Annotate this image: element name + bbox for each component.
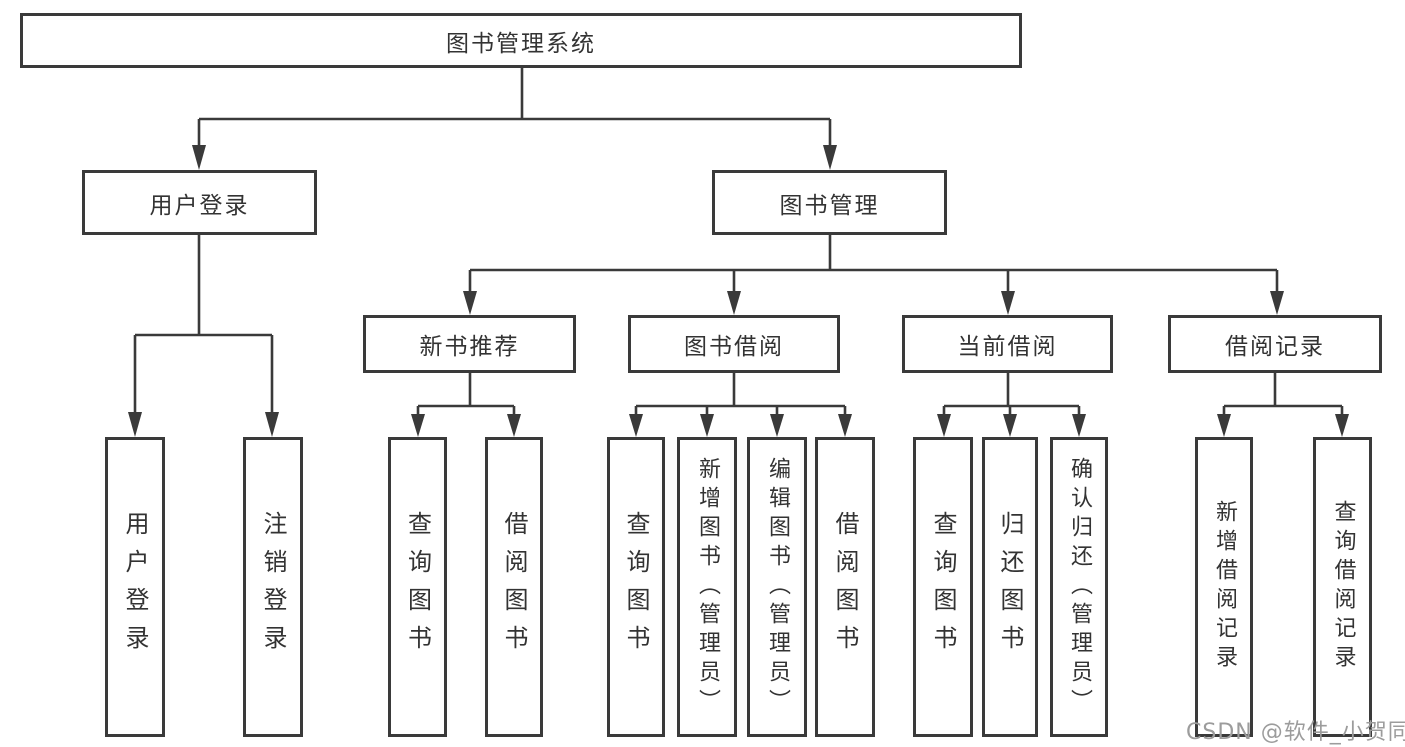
leaf-borrow-books-1-label: 借阅图书: [500, 511, 528, 663]
arrowhead: [937, 414, 951, 437]
leaf-return-books-label: 归还图书: [996, 511, 1024, 663]
node-book-management: 图书管理: [712, 170, 947, 235]
csdn-watermark: CSDN @软件_小贺同学: [1186, 720, 1405, 745]
leaf-confirm-return-admin-label: 确认归还（管理员）: [1067, 456, 1092, 718]
arrowhead: [770, 414, 784, 437]
arrowhead: [1335, 414, 1349, 437]
node-book-borrow-label: 图书借阅: [684, 334, 784, 360]
node-new-book-recommend: 新书推荐: [363, 315, 576, 373]
leaf-query-books-2-label: 查询图书: [622, 511, 650, 663]
leaf-query-books-1: 查询图书: [388, 437, 447, 737]
leaf-add-books-admin-label: 新增图书（管理员）: [695, 456, 720, 718]
leaf-query-books-2: 查询图书: [607, 437, 665, 737]
arrowhead: [507, 414, 521, 437]
leaf-query-books-3: 查询图书: [913, 437, 973, 737]
node-book-management-label: 图书管理: [779, 192, 880, 219]
leaf-query-books-3-label: 查询图书: [929, 511, 957, 663]
arrowhead: [1217, 414, 1231, 437]
leaf-edit-books-admin: 编辑图书（管理员）: [747, 437, 807, 737]
node-user-login: 用户登录: [82, 170, 317, 235]
leaf-add-borrow-record-label: 新增借阅记录: [1212, 500, 1237, 674]
leaf-query-borrow-record-label: 查询借阅记录: [1330, 500, 1356, 674]
connector-user-login: [133, 235, 274, 416]
arrowhead: [823, 145, 837, 170]
connector-book-management: [468, 235, 1279, 296]
leaf-edit-books-admin-label: 编辑图书（管理员）: [765, 456, 790, 718]
node-new-book-recommend-label: 新书推荐: [419, 334, 520, 360]
leaf-query-borrow-record: 查询借阅记录: [1313, 437, 1372, 737]
node-root: 图书管理系统: [20, 13, 1022, 68]
leaf-return-books: 归还图书: [982, 437, 1038, 737]
arrowhead: [838, 414, 852, 437]
arrowhead: [1072, 414, 1086, 437]
connector-borrow-records: [1222, 373, 1344, 418]
leaf-user-login-label: 用户登录: [121, 511, 149, 663]
arrowhead: [265, 412, 279, 437]
connector-new-book: [416, 373, 516, 418]
connector-current-borrow: [942, 373, 1081, 418]
arrowheads: [128, 145, 1349, 437]
node-book-borrow: 图书借阅: [628, 315, 840, 373]
leaf-query-books-1-label: 查询图书: [403, 511, 432, 663]
leaf-borrow-books-2: 借阅图书: [815, 437, 875, 737]
arrowhead: [629, 414, 643, 437]
leaf-borrow-books-2-label: 借阅图书: [831, 511, 859, 663]
leaf-user-login: 用户登录: [105, 437, 165, 737]
arrowhead: [192, 145, 206, 170]
arrowhead: [411, 414, 425, 437]
arrowhead: [128, 412, 142, 437]
connector-root: [197, 67, 832, 150]
leaf-add-borrow-record: 新增借阅记录: [1195, 437, 1253, 737]
node-borrow-records: 借阅记录: [1168, 315, 1382, 373]
arrowhead: [1001, 291, 1015, 315]
leaf-borrow-books-1: 借阅图书: [485, 437, 543, 737]
node-borrow-records-label: 借阅记录: [1225, 334, 1325, 360]
node-current-borrow: 当前借阅: [902, 315, 1113, 373]
arrowhead: [1003, 414, 1017, 437]
connector-book-borrow: [634, 373, 847, 418]
leaf-confirm-return-admin: 确认归还（管理员）: [1050, 437, 1108, 737]
arrowhead: [700, 414, 714, 437]
arrowhead: [1270, 291, 1284, 315]
node-current-borrow-label: 当前借阅: [957, 334, 1058, 360]
arrowhead: [463, 291, 477, 315]
leaf-logout: 注销登录: [243, 437, 303, 737]
leaf-logout-label: 注销登录: [259, 511, 287, 663]
node-user-login-label: 用户登录: [149, 192, 250, 219]
leaf-add-books-admin: 新增图书（管理员）: [677, 437, 737, 737]
node-root-label: 图书管理系统: [446, 30, 596, 57]
arrowhead: [727, 291, 741, 315]
